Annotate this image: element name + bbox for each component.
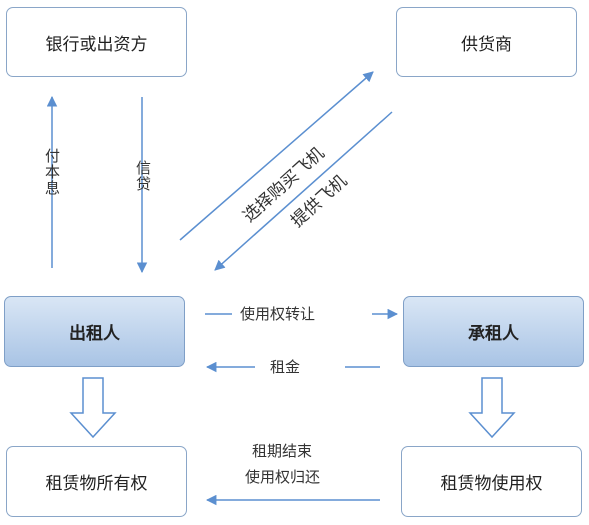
ownership-node: 租赁物所有权 (6, 446, 187, 517)
ownership-hollow-arrow (69, 377, 117, 439)
use-right-node-label: 租赁物使用权 (440, 474, 543, 494)
lessee-node-label: 承租人 (468, 324, 519, 344)
use-right-node: 租赁物使用权 (401, 446, 582, 517)
repay-label: 付本息 (43, 148, 61, 196)
return-label-line1: 租期结束 (252, 442, 313, 460)
credit-label: 信贷 (134, 160, 152, 192)
return-label-line2: 使用权归还 (245, 468, 321, 486)
bank-node-label: 银行或出资方 (45, 34, 148, 55)
choose-arrow (179, 71, 374, 241)
lessor-node-label: 出租人 (69, 324, 120, 344)
provide-arrow (214, 111, 393, 271)
use-right-hollow-arrow (468, 377, 516, 439)
ownership-node-label: 租赁物所有权 (45, 474, 148, 494)
bank-node: 银行或出资方 (6, 7, 187, 77)
lessor-node: 出租人 (4, 296, 185, 367)
supplier-node-label: 供货商 (461, 34, 512, 55)
transfer-label: 使用权转让 (240, 305, 316, 323)
lessee-node: 承租人 (403, 296, 584, 367)
supplier-node: 供货商 (396, 7, 577, 77)
rent-label: 租金 (270, 358, 301, 376)
